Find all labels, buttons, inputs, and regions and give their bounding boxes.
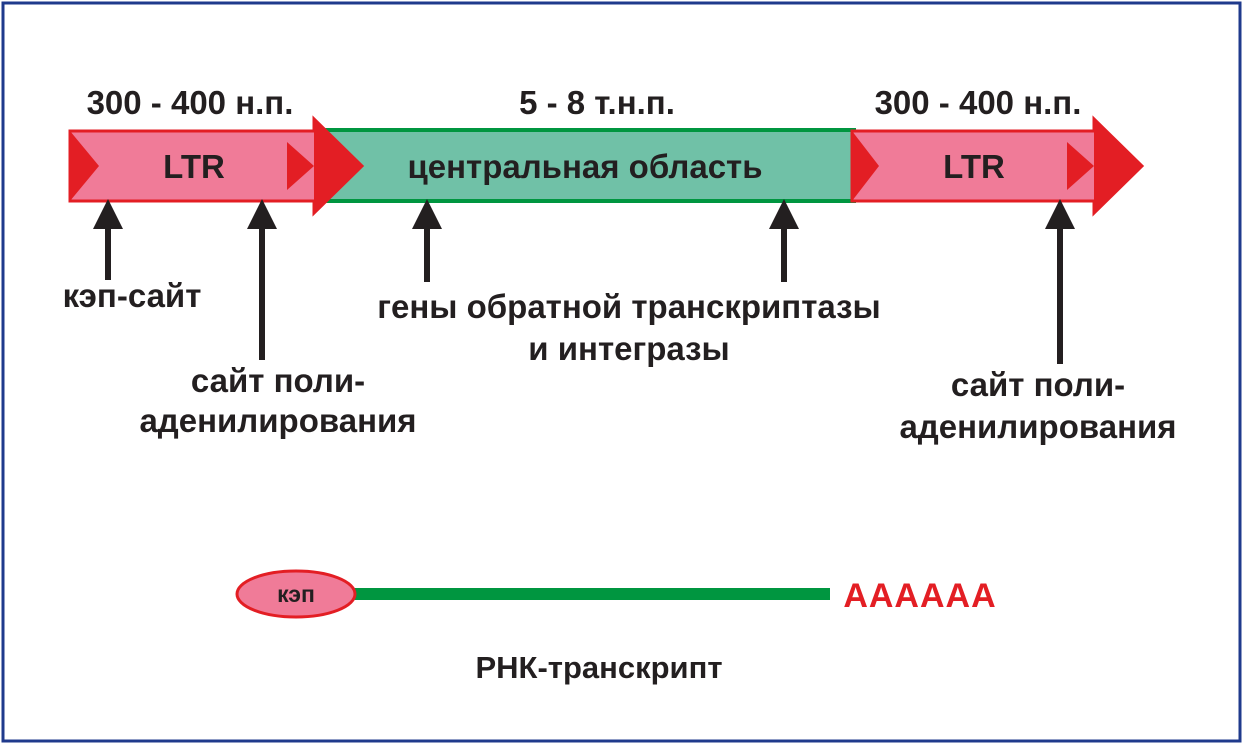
transcript-title: РНК-транскрипт bbox=[475, 650, 722, 685]
central-region-label: центральная область bbox=[407, 148, 762, 185]
genes-label-line1: гены обратной транскриптазы bbox=[377, 288, 881, 325]
right-ltr-segment bbox=[850, 115, 1145, 217]
left-ltr-end-marker bbox=[287, 142, 314, 190]
right-ltr-start-marker bbox=[852, 131, 879, 201]
genes-label-line2: и интегразы bbox=[528, 330, 729, 367]
polyA-right-label-line2: аденилирования bbox=[899, 408, 1176, 445]
left-ltr-label: LTR bbox=[163, 148, 225, 185]
polyA-right-label-line1: сайт поли- bbox=[951, 366, 1125, 403]
left-ltr-segment bbox=[68, 115, 365, 217]
left-ltr-arrowhead bbox=[314, 119, 362, 213]
right-ltr-size-label: 300 - 400 н.п. bbox=[875, 84, 1082, 121]
right-ltr-label: LTR bbox=[943, 148, 1005, 185]
right-ltr-arrowhead bbox=[1094, 119, 1142, 213]
right-ltr-end-marker bbox=[1067, 142, 1094, 190]
left-ltr-start-marker bbox=[70, 131, 99, 201]
polyA-left-label-line1: сайт поли- bbox=[191, 362, 365, 399]
cap-label: кэп bbox=[277, 581, 315, 607]
polyA-left-label-line2: аденилирования bbox=[139, 402, 416, 439]
cap-ellipse bbox=[235, 569, 357, 619]
central-size-label: 5 - 8 т.н.п. bbox=[519, 84, 675, 121]
polyA-tail-label: АААААА bbox=[843, 577, 996, 615]
left-ltr-size-label: 300 - 400 н.п. bbox=[87, 84, 294, 121]
cap-site-label: кэп-сайт bbox=[63, 277, 202, 314]
